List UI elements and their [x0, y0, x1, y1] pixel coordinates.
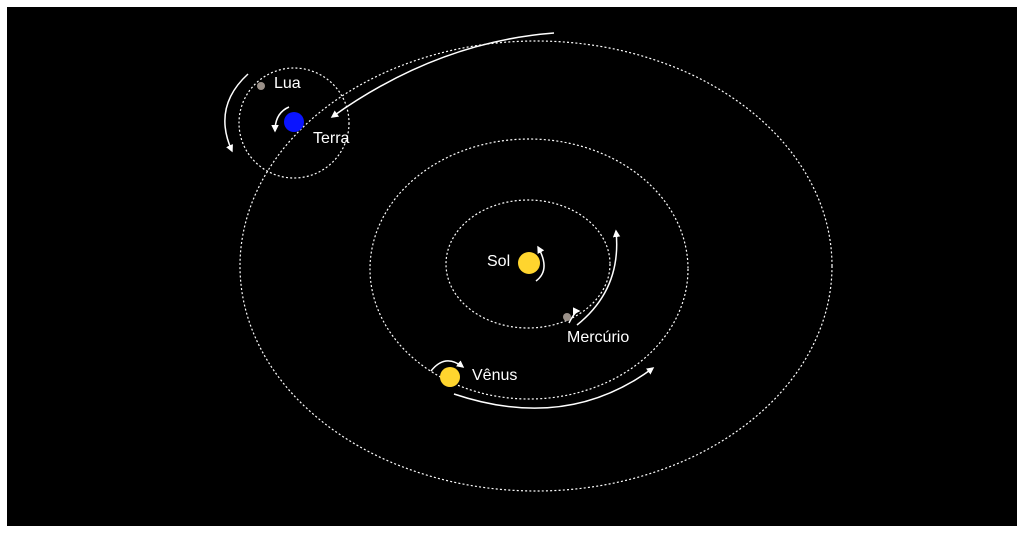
moon-revolution-arrow [224, 73, 249, 153]
solar-system-diagram: Sol Mercúrio Vênus Terra Lua [224, 32, 833, 492]
venus-rotation-arrow [430, 360, 465, 372]
earth-label: Terra [313, 130, 350, 147]
mercury-orbit [445, 199, 611, 329]
mercury-rotation-arrow [568, 307, 581, 324]
venus-label: Vênus [472, 367, 517, 384]
moon-orbit [238, 67, 350, 179]
sun-icon [518, 252, 540, 274]
moon-label: Lua [274, 75, 301, 92]
moon-icon [257, 82, 265, 90]
earth-icon [284, 112, 304, 132]
sun-label: Sol [487, 253, 510, 270]
mercury-revolution-arrow [576, 229, 621, 326]
venus-orbit [369, 138, 689, 400]
mercury-icon [563, 313, 571, 321]
diagram-background: Sol Mercúrio Vênus Terra Lua [7, 7, 1017, 526]
mercury-label: Mercúrio [567, 329, 629, 346]
venus-revolution-arrow [453, 367, 655, 409]
earth-revolution-arrow [330, 32, 555, 118]
earth-rotation-arrow [271, 106, 290, 133]
sun-rotation-arrow [535, 245, 545, 282]
venus-icon [440, 367, 460, 387]
earth-orbit [239, 40, 833, 492]
